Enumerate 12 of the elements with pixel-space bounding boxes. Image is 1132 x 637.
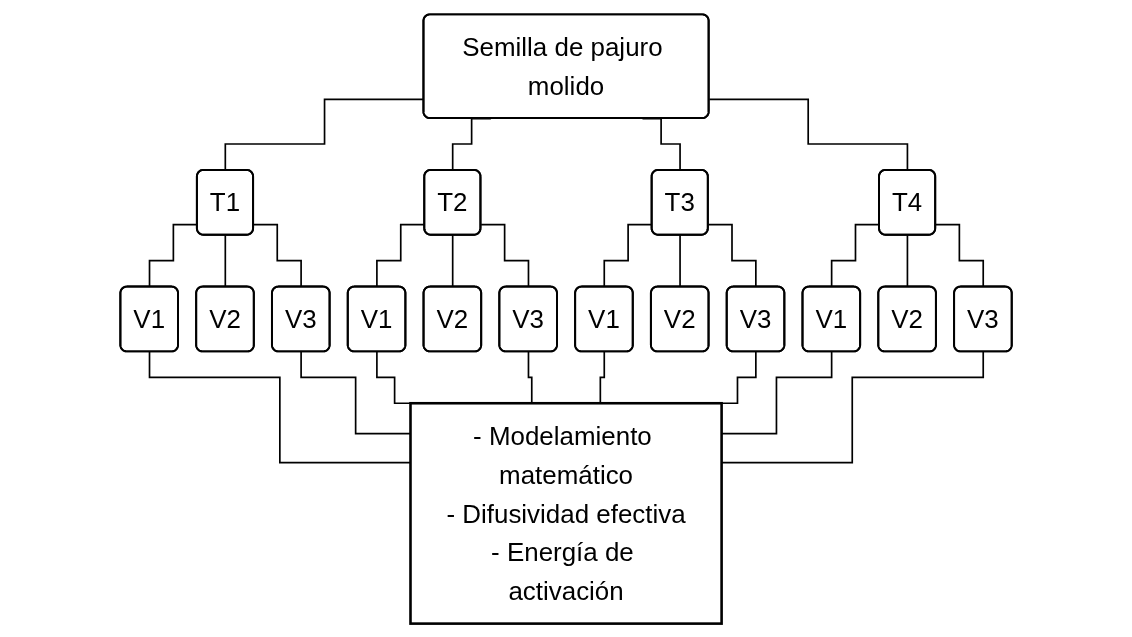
connector	[906, 234, 909, 288]
connector	[451, 117, 492, 171]
connector	[480, 223, 530, 288]
connector	[707, 223, 757, 288]
connector	[720, 350, 985, 463]
connector	[708, 98, 909, 171]
connector	[641, 117, 682, 171]
connector	[224, 234, 227, 288]
connector	[679, 234, 682, 288]
connector	[451, 234, 454, 288]
node-box: - Modelamiento matemático - Difusividad efectiva - Energía de activación	[409, 401, 723, 625]
connector	[720, 350, 833, 434]
